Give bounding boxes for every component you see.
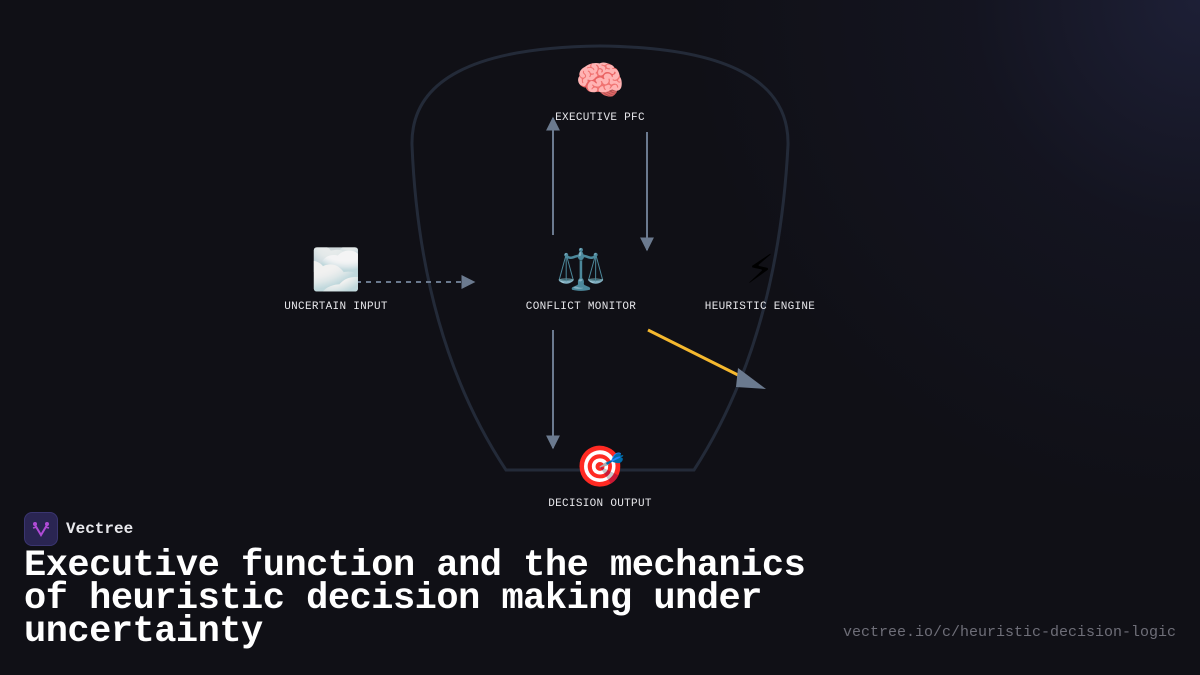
brain-icon: 🧠 xyxy=(575,58,625,104)
balance-scale-icon: ⚖️ xyxy=(556,247,606,293)
brand[interactable]: Vectree xyxy=(24,512,133,546)
fog-icon: 🌫️ xyxy=(311,247,361,293)
arrowhead-heuristic xyxy=(736,368,766,389)
node-heuristic-engine[interactable]: ⚡ HEURISTIC ENGINE xyxy=(705,247,815,313)
lightning-icon: ⚡ xyxy=(745,247,775,293)
system-boundary xyxy=(410,44,790,472)
node-uncertain-input[interactable]: 🌫️ UNCERTAIN INPUT xyxy=(284,247,388,313)
node-label: HEURISTIC ENGINE xyxy=(704,301,816,313)
node-conflict-monitor[interactable]: ⚖️ CONFLICT MONITOR xyxy=(526,247,636,313)
node-decision-output[interactable]: 🎯 DECISION OUTPUT xyxy=(548,444,652,510)
source-url[interactable]: vectree.io/c/heuristic-decision-logic xyxy=(842,624,1176,641)
edge-monitor-to-heuristic xyxy=(647,328,745,380)
node-label: CONFLICT MONITOR xyxy=(525,301,637,313)
node-executive-pfc[interactable]: 🧠 EXECUTIVE PFC xyxy=(555,58,645,124)
vectree-logo-icon xyxy=(24,512,58,546)
node-label: EXECUTIVE PFC xyxy=(555,112,645,124)
node-label: DECISION OUTPUT xyxy=(548,498,652,510)
page-title: Executive function and the mechanics of … xyxy=(24,545,806,653)
target-icon: 🎯 xyxy=(575,444,625,490)
brand-name: Vectree xyxy=(66,520,134,538)
node-label: UNCERTAIN INPUT xyxy=(284,301,388,313)
